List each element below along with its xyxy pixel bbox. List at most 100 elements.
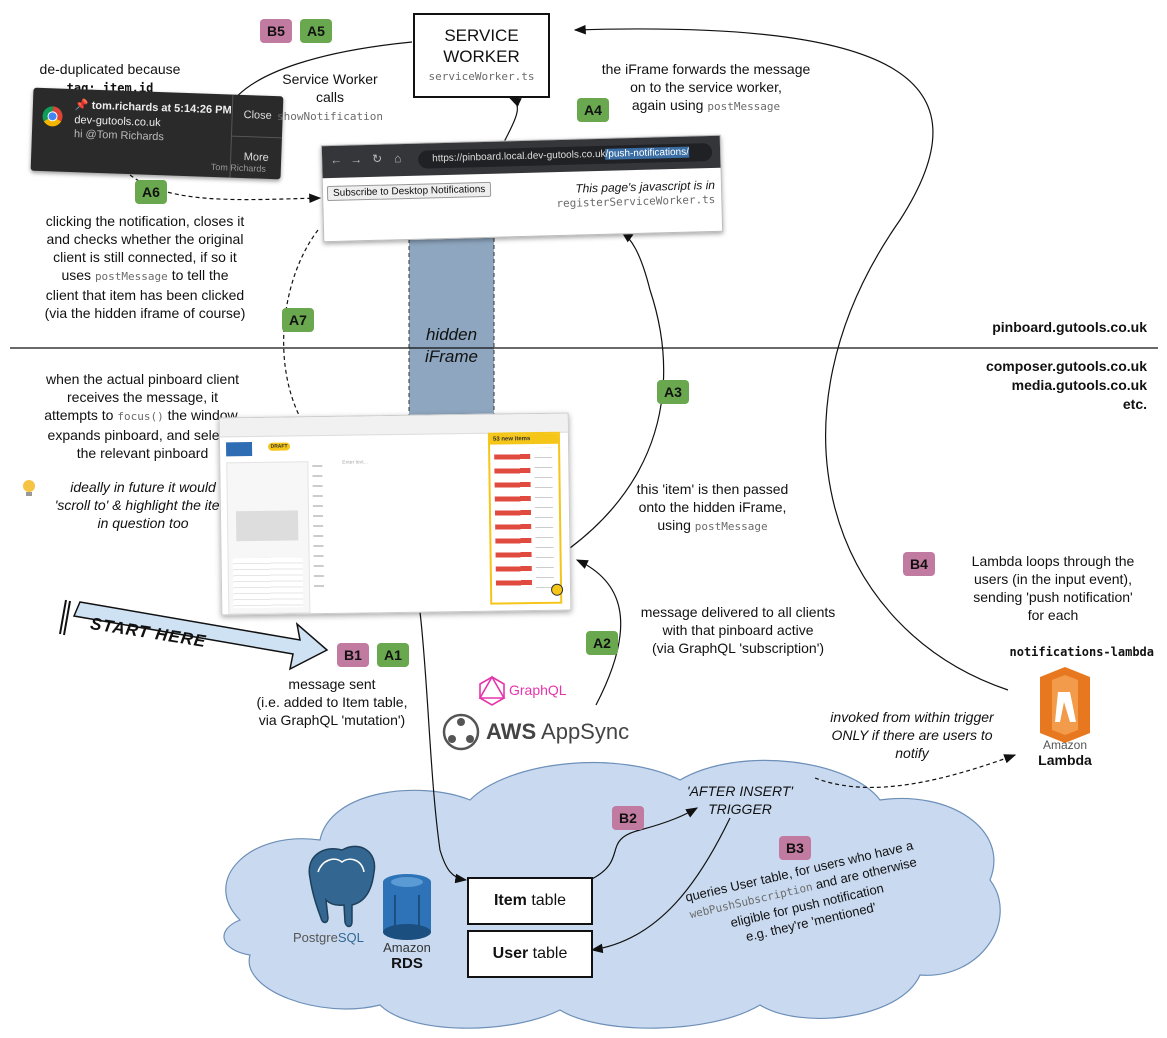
a2-line1: message delivered to all clients: [640, 604, 836, 620]
a3-line3: using: [657, 517, 691, 533]
domain-media: media.gutools.co.uk: [1011, 377, 1147, 393]
badge-b2: B2: [612, 806, 644, 830]
forward-icon[interactable]: →: [349, 152, 363, 167]
dedup-line1: de-duplicated because: [39, 61, 181, 77]
a1-note: message sent (i.e. added to Item table, …: [232, 675, 432, 729]
hidden-iframe-band: [408, 231, 495, 423]
a6-line4b: to tell the: [171, 267, 229, 283]
item-table-rest: table: [526, 892, 567, 909]
item-table-bold: Item: [493, 892, 527, 909]
invoked-line3: notify: [895, 745, 929, 761]
iframe-forward-code: postMessage: [707, 100, 781, 113]
arrow-appsync-to-client: [575, 559, 622, 706]
a6-line3: client is still connected, if so it: [53, 249, 237, 265]
a3-line1: this 'item' is then passed: [636, 481, 789, 497]
rds-line1: Amazon: [383, 940, 431, 955]
badge-a4: A4: [577, 98, 609, 122]
lambda-label: Amazon Lambda: [1025, 738, 1105, 769]
a1-line1: message sent: [288, 676, 376, 692]
appsync-label: AWS AppSync: [486, 719, 629, 745]
push-notifications-page: ← → ↻ ⌂ https://pinboard.local.dev-gutoo…: [320, 134, 724, 243]
draft-badge: DRAFT: [267, 442, 291, 451]
start-arrow: [59, 599, 329, 671]
desktop-notification[interactable]: 📌 tom.richards at 5:14:26 PM dev-gutools…: [30, 87, 284, 180]
appsync-name: AppSync: [541, 719, 630, 744]
invoked-line1: invoked from within trigger: [830, 709, 994, 725]
iframe-forward-note: the iFrame forwards the message on to th…: [575, 60, 837, 116]
a3-code: postMessage: [694, 520, 768, 533]
notification-peek: Tom Richards: [210, 161, 267, 174]
a6-line6: (via the hidden iframe of course): [44, 305, 246, 321]
app-logo-icon: [225, 441, 253, 457]
invoked-line2: ONLY if there are users to: [831, 727, 993, 743]
rds-label: Amazon RDS: [372, 940, 442, 972]
a1-line3: via GraphQL 'mutation'): [258, 712, 406, 728]
pinboard-list-dates: [534, 447, 555, 589]
trigger-label: 'AFTER INSERT' TRIGGER: [670, 782, 810, 818]
sw-calls-line2: calls: [315, 89, 344, 105]
url-path: /push-notifications/: [605, 146, 690, 160]
appsync-icon: [442, 713, 480, 751]
app-image-placeholder: [235, 510, 299, 542]
lambda-name: notifications-lambda: [1009, 645, 1155, 659]
reload-icon[interactable]: ↻: [371, 151, 383, 166]
a6-note: clicking the notification, closes it and…: [10, 212, 280, 322]
badge-b4: B4: [903, 552, 935, 576]
client-line5: the relevant pinboard: [76, 445, 209, 461]
back-icon[interactable]: ←: [330, 152, 343, 168]
appsync-aws: AWS: [486, 719, 537, 744]
b4-line4: for each: [1027, 607, 1079, 623]
badge-a6: A6: [135, 180, 167, 204]
a2-note: message delivered to all clients with th…: [618, 603, 858, 657]
lightbulb-icon: [23, 480, 35, 496]
badge-a1: A1: [377, 643, 409, 667]
arrow-client-to-iframe: [569, 231, 665, 549]
client-note: when the actual pinboard client receives…: [15, 370, 270, 462]
domain-bottom: composer.gutools.co.uk media.gutools.co.…: [986, 357, 1147, 414]
service-worker-title: SERVICE WORKER: [415, 25, 548, 67]
client-code: focus(): [117, 410, 164, 423]
future-line3: in question too: [97, 515, 189, 531]
subscribe-button[interactable]: Subscribe to Desktop Notifications: [326, 181, 492, 202]
a3-line2: onto the hidden iFrame,: [638, 499, 787, 515]
composer-app-preview: DRAFT Enter text... 53 new items: [218, 412, 572, 616]
graphql-icon: [478, 675, 506, 706]
service-worker-title-line1: SERVICE: [444, 26, 519, 45]
database-cloud: [223, 759, 1001, 1029]
sw-calls-line1: Service Worker: [282, 71, 378, 87]
postgresql-icon: [308, 845, 376, 928]
url-bar[interactable]: https://pinboard.local.dev-gutools.co.uk…: [417, 143, 713, 169]
user-table-box: User table: [467, 930, 593, 978]
a6-line4a: uses: [61, 267, 92, 283]
badge-a7: A7: [282, 308, 314, 332]
arrow-client-to-item-table: [419, 611, 468, 884]
home-icon[interactable]: ⌂: [393, 151, 402, 166]
invoked-note: invoked from within trigger ONLY if ther…: [812, 708, 1012, 762]
item-table-box: Item table: [467, 877, 593, 925]
chrome-icon: [42, 106, 63, 127]
graphql-label: GraphQL: [509, 682, 567, 698]
a6-line2: and checks whether the original: [46, 231, 244, 247]
notification-user-time: tom.richards at 5:14:26 PM: [91, 99, 232, 117]
hidden-iframe-label: hidden iFrame: [409, 324, 494, 368]
future-note: ideally in future it would 'scroll to' &…: [38, 478, 248, 532]
future-line1: ideally in future it would: [70, 479, 216, 495]
browser-note: This page's javascript is in registerSer…: [556, 178, 715, 210]
pinboard-panel-title: 53 new items: [489, 433, 559, 445]
a3-note: this 'item' is then passed onto the hidd…: [610, 480, 815, 536]
badge-b1: B1: [337, 643, 369, 667]
client-line3a: attempts to: [44, 407, 114, 423]
hidden-iframe-line1: hidden: [425, 325, 478, 344]
user-table-bold: User: [492, 945, 529, 962]
hidden-iframe-line2: iFrame: [425, 347, 478, 366]
client-line1: when the actual pinboard client: [45, 371, 240, 387]
service-worker-box: SERVICE WORKER serviceWorker.ts: [413, 13, 550, 98]
rds-line2: RDS: [391, 955, 423, 972]
a2-line3: (via GraphQL 'subscription'): [651, 640, 825, 656]
badge-b3: B3: [779, 836, 811, 860]
postgresql-label: PostgreSQL: [293, 930, 364, 945]
badge-a5: A5: [300, 19, 332, 43]
domain-composer: composer.gutools.co.uk: [985, 358, 1147, 374]
badge-b5: B5: [260, 19, 292, 43]
iframe-forward-line2: on to the service worker,: [630, 79, 782, 95]
